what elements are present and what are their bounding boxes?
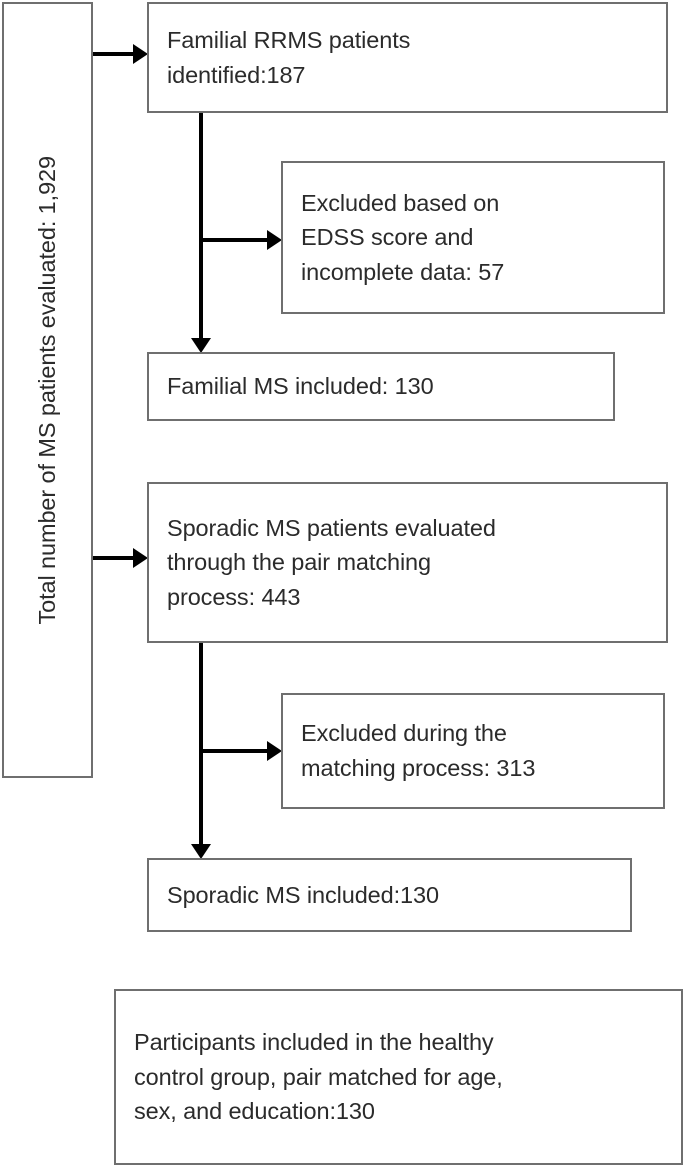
connector-familial-to-excluded-edss-arrowhead <box>267 230 282 250</box>
connector-familial-to-excluded-edss-line <box>199 238 273 242</box>
node-familial-rrms-identified-label: Familial RRMS patients identified:187 <box>167 26 411 88</box>
node-total-label: Total number of MS patients evaluated: 1… <box>34 155 61 625</box>
node-healthy-control-group[interactable]: Participants included in the healthy con… <box>114 989 683 1165</box>
connector-total-to-sporadic-evaluated-line <box>93 556 139 560</box>
node-sporadic-ms-evaluated-label: Sporadic MS patients evaluated through t… <box>167 514 496 610</box>
node-total-ms-patients-evaluated[interactable]: Total number of MS patients evaluated: 1… <box>2 2 93 778</box>
connector-sporadic-to-excluded-matching-line <box>199 749 273 753</box>
connector-sporadic-evaluated-to-sporadic-included-arrowhead <box>191 844 211 859</box>
connector-total-to-familial-identified-line <box>93 52 139 56</box>
node-sporadic-ms-included-label: Sporadic MS included:130 <box>167 881 439 908</box>
node-excluded-during-matching-label: Excluded during the matching process: 31… <box>301 720 536 781</box>
node-familial-ms-included[interactable]: Familial MS included: 130 <box>147 352 615 421</box>
connector-familial-trunk-line <box>199 113 203 340</box>
node-sporadic-ms-evaluated[interactable]: Sporadic MS patients evaluated through t… <box>147 482 668 643</box>
node-familial-rrms-identified[interactable]: Familial RRMS patients identified:187 <box>147 2 668 113</box>
node-healthy-control-group-label: Participants included in the healthy con… <box>134 1029 503 1125</box>
node-familial-ms-included-label: Familial MS included: 130 <box>167 373 434 400</box>
connector-sporadic-trunk-line <box>199 643 203 846</box>
connector-total-to-familial-identified-arrowhead <box>133 44 148 64</box>
node-sporadic-ms-included[interactable]: Sporadic MS included:130 <box>147 858 632 932</box>
connector-sporadic-to-excluded-matching-arrowhead <box>267 741 282 761</box>
connector-familial-identified-to-familial-included-arrowhead <box>191 338 211 353</box>
node-excluded-edss-label: Excluded based on EDSS score and incompl… <box>301 189 505 285</box>
connector-total-to-sporadic-evaluated-arrowhead <box>133 548 148 568</box>
node-excluded-during-matching[interactable]: Excluded during the matching process: 31… <box>281 693 665 809</box>
node-excluded-edss-incomplete-data[interactable]: Excluded based on EDSS score and incompl… <box>281 161 665 314</box>
